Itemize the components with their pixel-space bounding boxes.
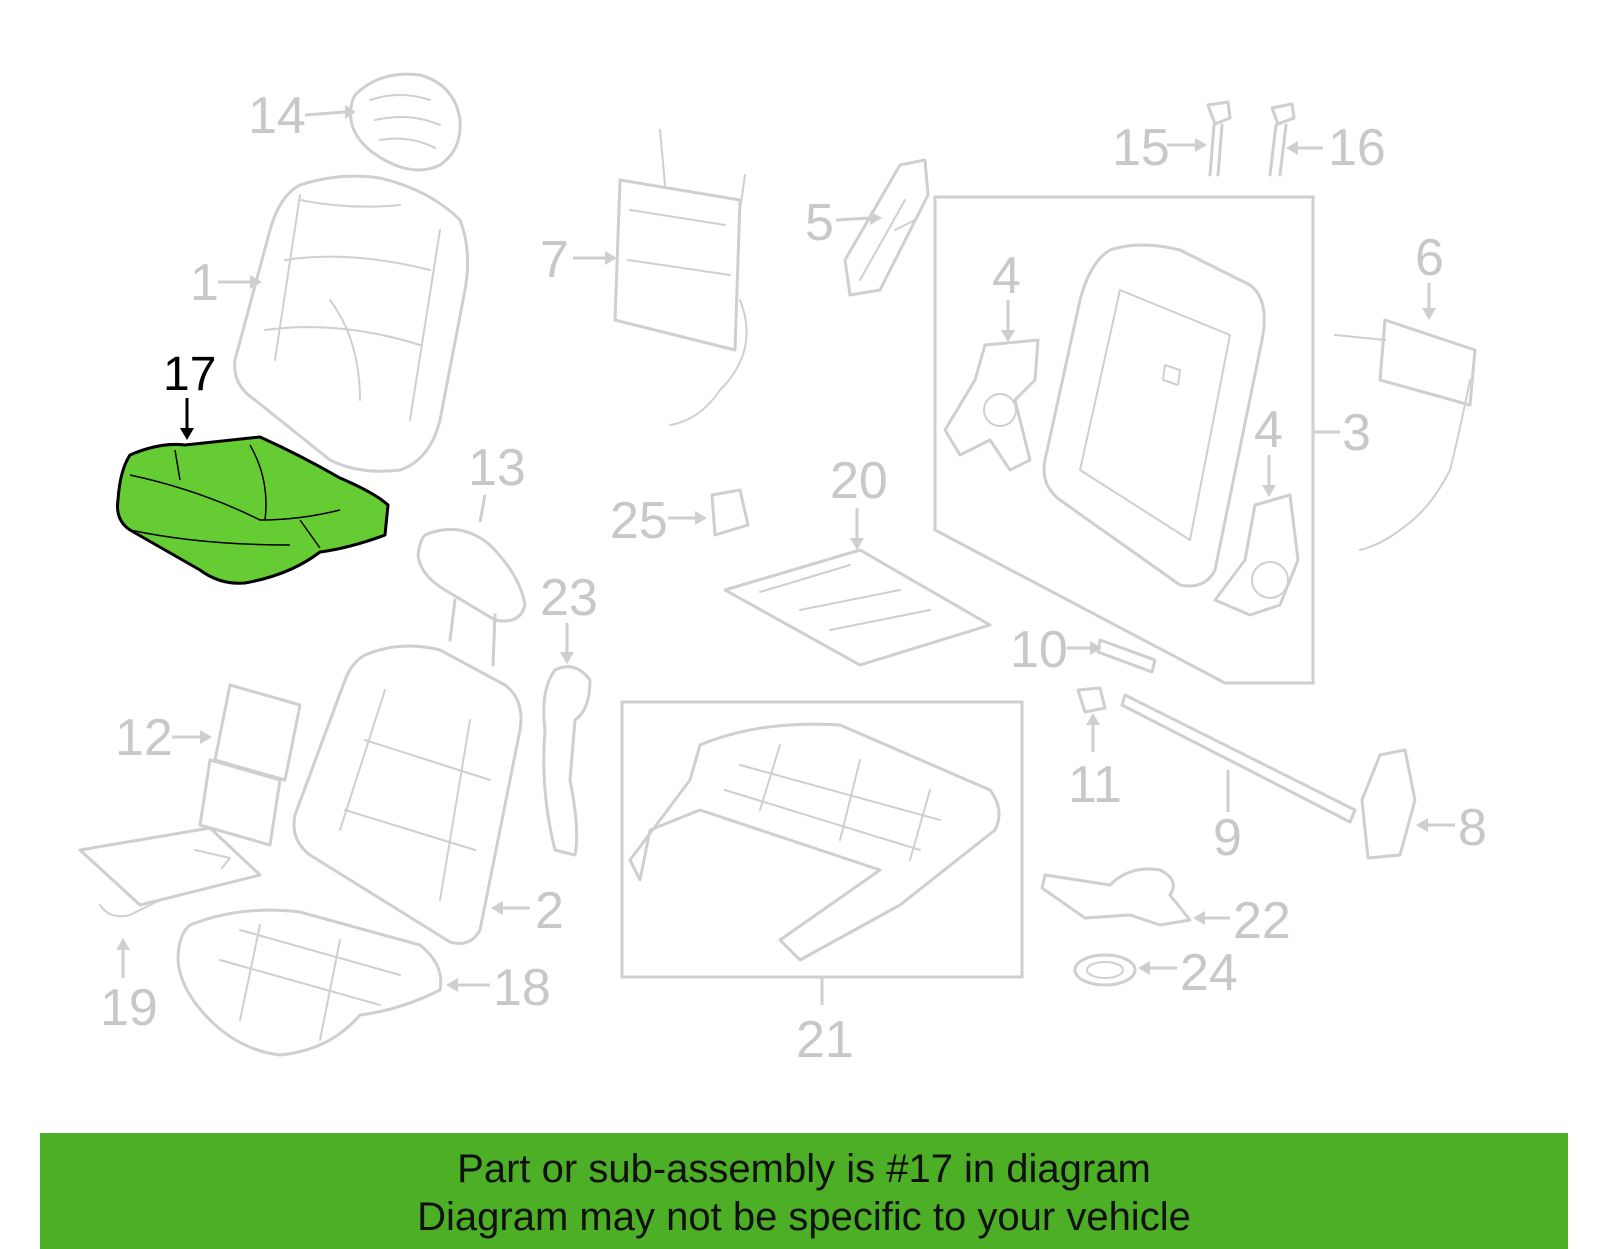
callout-7: 7 bbox=[540, 231, 569, 289]
part-4-recliner-left[interactable] bbox=[943, 338, 1040, 472]
arrow-4b bbox=[1262, 485, 1276, 497]
arrow-19 bbox=[116, 938, 130, 950]
arrow-7 bbox=[605, 251, 617, 265]
callout-4a: 4 bbox=[992, 247, 1021, 305]
callout-9: 9 bbox=[1213, 809, 1242, 867]
part-14-headrest[interactable] bbox=[349, 72, 462, 172]
part-7-lumbar-panel[interactable] bbox=[613, 129, 748, 426]
part-19-sensor-mat[interactable] bbox=[78, 826, 262, 918]
callout-18: 18 bbox=[493, 959, 551, 1017]
arrow-10 bbox=[1090, 641, 1102, 655]
part-16-bolt[interactable] bbox=[1268, 102, 1296, 177]
arrow-18 bbox=[446, 978, 458, 992]
callout-3: 3 bbox=[1342, 404, 1371, 462]
callout-21: 21 bbox=[796, 1011, 854, 1069]
arrow-16 bbox=[1286, 141, 1298, 155]
part-17-seat-cushion[interactable] bbox=[116, 435, 390, 585]
arrow-2 bbox=[491, 901, 503, 915]
part-2-seatback-trim[interactable] bbox=[292, 644, 523, 945]
part-23-buckle[interactable] bbox=[542, 665, 592, 857]
part-20-heater-mat[interactable] bbox=[723, 548, 992, 667]
part-8-motor[interactable] bbox=[1360, 748, 1417, 860]
callout-4b: 4 bbox=[1254, 401, 1283, 459]
part-4-recliner-right[interactable] bbox=[1213, 493, 1300, 617]
callout-23: 23 bbox=[540, 569, 598, 627]
arrow-17 bbox=[180, 428, 194, 440]
arrow-12 bbox=[200, 730, 212, 744]
arrow-6 bbox=[1422, 308, 1436, 320]
part-5-bracket[interactable] bbox=[843, 158, 930, 297]
part-9-rail[interactable] bbox=[1120, 693, 1357, 824]
callout-17: 17 bbox=[163, 348, 216, 401]
part-22-bracket[interactable] bbox=[1040, 867, 1192, 927]
arrow-22 bbox=[1193, 911, 1205, 925]
arrow-25 bbox=[695, 511, 707, 525]
part-25-clip[interactable] bbox=[710, 488, 750, 537]
callout-14: 14 bbox=[248, 87, 306, 145]
leader-5 bbox=[835, 216, 871, 222]
part-18-cushion-trim[interactable] bbox=[176, 908, 443, 1057]
leader-14 bbox=[304, 110, 346, 117]
arrow-24 bbox=[1138, 961, 1150, 975]
part-6-lumbar-unit[interactable] bbox=[1334, 318, 1477, 551]
callout-1: 1 bbox=[190, 254, 219, 312]
callout-25: 25 bbox=[610, 492, 668, 550]
part-12-panel[interactable] bbox=[198, 683, 302, 847]
arrow-11 bbox=[1086, 713, 1100, 725]
part-24-grommet[interactable] bbox=[1073, 953, 1137, 987]
callout-20: 20 bbox=[830, 452, 888, 510]
banner-line-1: Part or sub-assembly is #17 in diagram bbox=[457, 1147, 1151, 1191]
callout-22: 22 bbox=[1233, 892, 1291, 950]
callout-15: 15 bbox=[1112, 119, 1170, 177]
arrow-14 bbox=[345, 105, 356, 119]
arrow-8 bbox=[1416, 818, 1428, 832]
part-21-seat-frame[interactable] bbox=[628, 722, 1001, 962]
callout-5: 5 bbox=[805, 194, 834, 252]
callout-8: 8 bbox=[1458, 799, 1487, 857]
part-15-bolt[interactable] bbox=[1206, 100, 1232, 177]
group-box-3 bbox=[933, 195, 1315, 685]
part-11-clip[interactable] bbox=[1076, 686, 1107, 714]
part-3-seatback-frame[interactable] bbox=[1042, 243, 1266, 588]
arrow-23 bbox=[560, 652, 574, 664]
callout-19: 19 bbox=[100, 979, 158, 1037]
callout-11: 11 bbox=[1068, 756, 1122, 814]
arrow-5 bbox=[870, 211, 882, 225]
leader-13 bbox=[478, 494, 487, 523]
callout-10: 10 bbox=[1010, 621, 1068, 679]
callout-2: 2 bbox=[535, 882, 564, 940]
arrow-20 bbox=[850, 538, 864, 550]
info-banner: Part or sub-assembly is #17 in diagram D… bbox=[40, 1133, 1568, 1249]
part-1-seatback-cover[interactable] bbox=[233, 174, 470, 473]
arrow-4a bbox=[1001, 330, 1015, 342]
callout-24: 24 bbox=[1180, 944, 1238, 1002]
callout-13: 13 bbox=[468, 439, 526, 497]
part-13-headrest[interactable] bbox=[416, 527, 527, 667]
callout-16: 16 bbox=[1328, 119, 1386, 177]
callout-12: 12 bbox=[115, 709, 173, 767]
banner-line-2: Diagram may not be specific to your vehi… bbox=[417, 1195, 1191, 1239]
callout-6: 6 bbox=[1415, 229, 1444, 287]
part-10-connector[interactable] bbox=[1096, 638, 1157, 674]
arrow-15 bbox=[1195, 138, 1207, 152]
arrow-1 bbox=[250, 275, 262, 289]
